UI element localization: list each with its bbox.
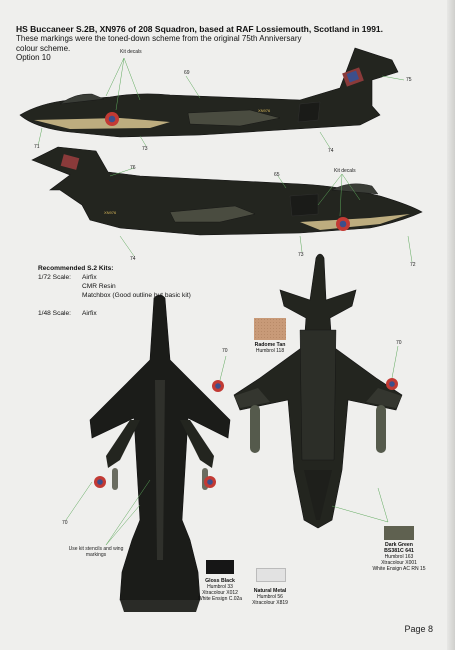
callout-74b: 74 bbox=[130, 256, 136, 262]
recommended-kits: Recommended S.2 Kits: 1/72 Scale:Airfix … bbox=[38, 264, 258, 318]
callout-73b: 73 bbox=[298, 252, 304, 258]
kit-row-spacer bbox=[38, 300, 258, 309]
kit-row: Matchbox (Good outline but basic kit) bbox=[82, 292, 191, 299]
callout-73a: 73 bbox=[142, 146, 148, 152]
page-number: Page 8 bbox=[404, 624, 433, 634]
callout-70-underside-right: 70 bbox=[396, 340, 402, 346]
dark-green-swatch bbox=[384, 526, 414, 540]
page-edge bbox=[447, 0, 455, 650]
kit-row: CMR Resin bbox=[82, 283, 116, 290]
leader-lines bbox=[37, 57, 413, 546]
underside-view bbox=[212, 253, 403, 529]
callout-kit-decals: Kit decals bbox=[120, 49, 142, 55]
gloss-black-swatch bbox=[206, 560, 234, 574]
callout-76: 76 bbox=[130, 165, 136, 171]
kit-row: 1/48 Scale:Airfix bbox=[38, 310, 97, 317]
scheme-title: HS Buccaneer S.2B, XN976 of 208 Squadron… bbox=[16, 24, 384, 34]
top-view bbox=[89, 294, 231, 612]
callout-70-top: 70 bbox=[62, 520, 68, 526]
callout-71: 71 bbox=[34, 144, 40, 150]
callout-72: 72 bbox=[410, 262, 416, 268]
option-label: Option 10 bbox=[16, 53, 51, 62]
callout-70-underside-left: 70 bbox=[222, 348, 228, 354]
side-profile-2: XN976 bbox=[31, 146, 423, 236]
callout-65: 65 bbox=[274, 172, 280, 178]
serial-marking-2: XN976 bbox=[104, 210, 117, 215]
scheme-note-line2: colour scheme. bbox=[16, 43, 71, 53]
kit-row: 1/72 Scale:Airfix bbox=[38, 274, 97, 281]
kits-heading: Recommended S.2 Kits: bbox=[38, 265, 114, 272]
callout-69: 69 bbox=[184, 70, 190, 76]
scheme-note-line1: These markings were the toned-down schem… bbox=[16, 34, 302, 43]
side-profile-1: XN976 bbox=[19, 47, 399, 138]
callout-75: 75 bbox=[406, 77, 412, 83]
natural-metal-swatch bbox=[256, 568, 286, 582]
callout-stencils: Use kit stencils and wing markings bbox=[68, 546, 124, 558]
header: HS Buccaneer S.2B, XN976 of 208 Squadron… bbox=[16, 24, 406, 63]
callout-kit-decals-2: Kit decals bbox=[334, 168, 356, 174]
radome-tan-swatch bbox=[254, 318, 286, 340]
serial-marking: XN976 bbox=[258, 108, 271, 113]
callout-74a: 74 bbox=[328, 148, 334, 154]
